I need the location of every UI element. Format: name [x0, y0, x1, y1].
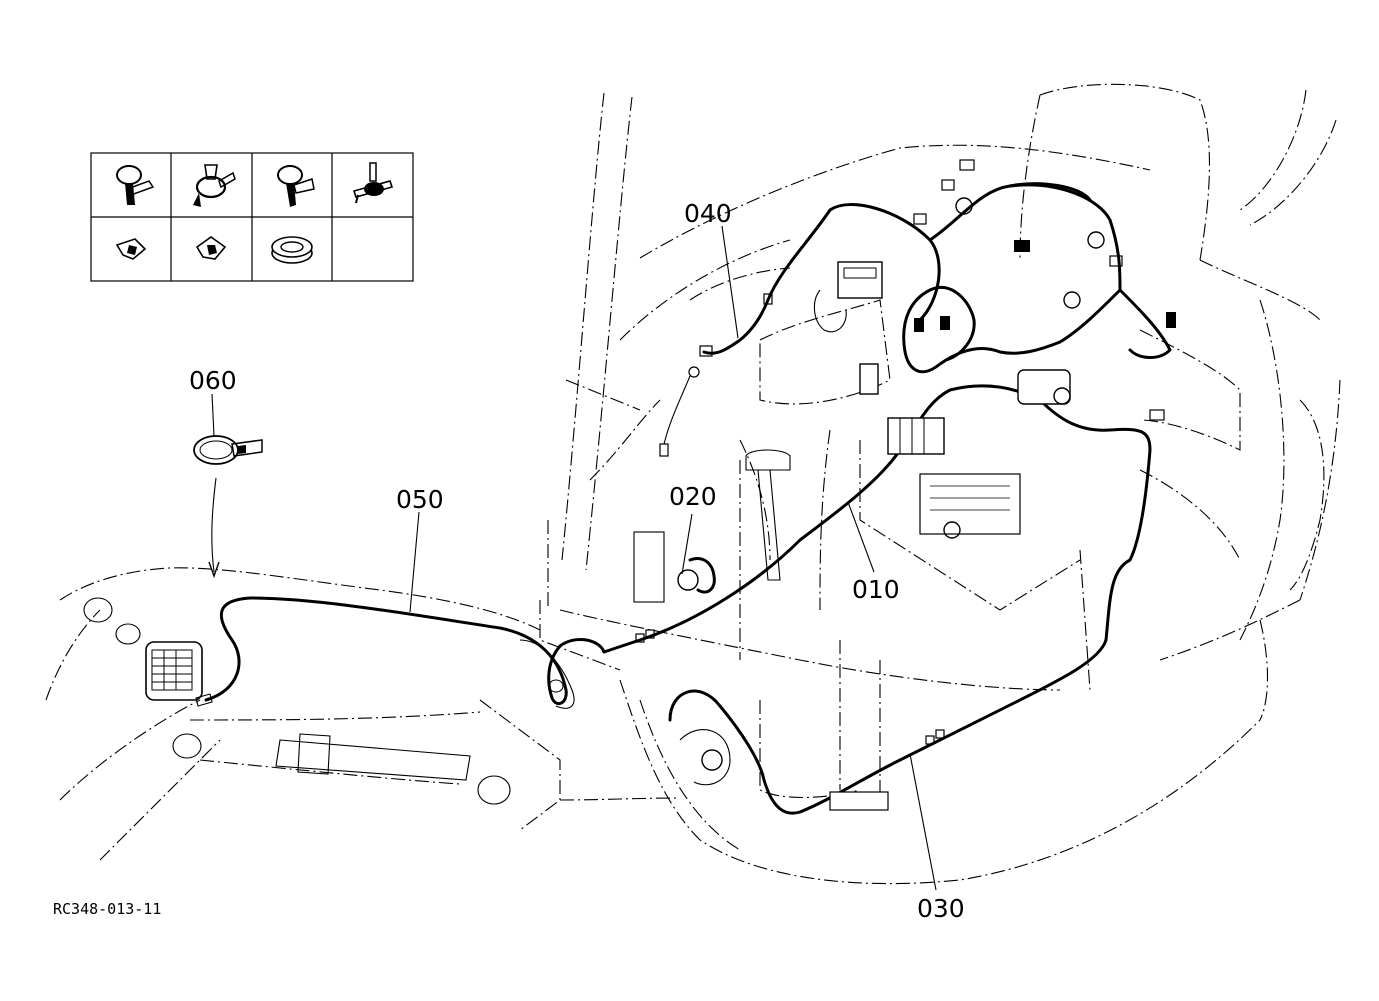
svg-text:030: 030	[917, 894, 965, 923]
svg-text:040: 040	[684, 199, 732, 228]
boom-outline	[45, 567, 681, 861]
callout-030: 030	[909, 753, 965, 923]
harness-020	[688, 557, 716, 594]
svg-text:010: 010	[852, 575, 900, 604]
connectors-cluster	[633, 159, 1176, 811]
harness-040-branch-right	[1118, 288, 1172, 359]
clamp-type-2-icon	[193, 164, 236, 207]
clip-type-2-icon	[195, 236, 227, 260]
cable-tie-060-icon	[193, 435, 263, 579]
callout-040: 040	[684, 199, 739, 339]
callout-020: 020	[669, 482, 717, 575]
harness-040	[766, 183, 1122, 374]
drawing-code: RC348-013-11	[53, 900, 161, 918]
svg-text:060: 060	[189, 366, 237, 395]
svg-text:020: 020	[669, 482, 717, 511]
work-lamp-icon	[145, 641, 203, 701]
harness-010	[602, 384, 1152, 815]
harness-050	[204, 596, 606, 706]
grommet-icon	[271, 236, 313, 264]
callout-060: 060	[189, 366, 237, 437]
harness-040-branch-top	[1008, 182, 1092, 202]
clamp-legend-table	[90, 152, 414, 282]
clamp-type-4-icon	[352, 162, 394, 204]
clip-type-1-icon	[115, 238, 147, 260]
clamp-type-1-icon	[116, 165, 155, 205]
machine-body-outline	[539, 83, 1341, 885]
svg-text:050: 050	[396, 485, 444, 514]
harness-050-connector	[195, 693, 213, 707]
harness-040-branch-left	[702, 298, 770, 355]
harness-040-branch-mid	[918, 238, 941, 322]
callout-050: 050	[396, 485, 444, 613]
callout-010: 010	[847, 501, 900, 604]
clamp-type-3-icon	[277, 165, 315, 207]
